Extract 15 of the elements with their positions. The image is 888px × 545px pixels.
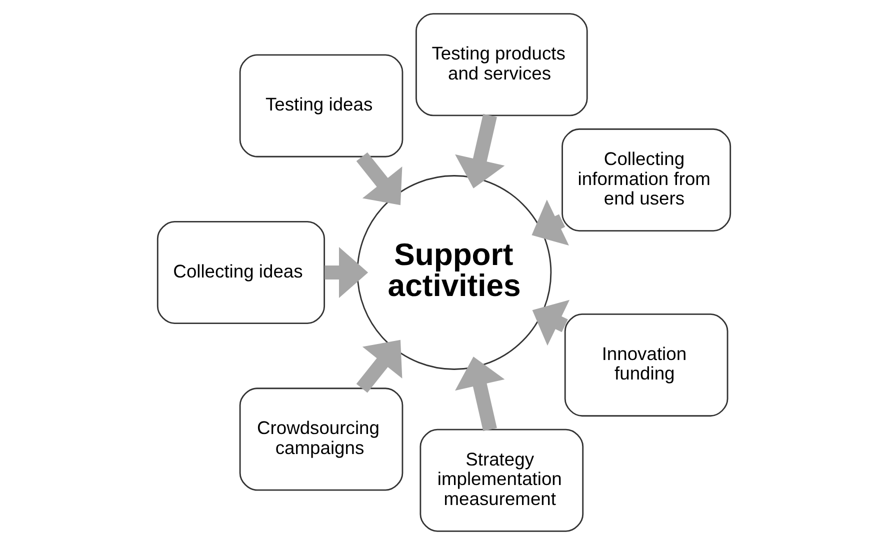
arrow bbox=[532, 200, 569, 246]
arrow bbox=[324, 247, 368, 298]
node-box: Crowdsourcing campaigns bbox=[239, 388, 404, 491]
arrow bbox=[532, 300, 570, 346]
node-box: Testing ideas bbox=[239, 54, 404, 158]
node-box: Collecting information from end users bbox=[562, 128, 732, 232]
node-box: Testing products and services bbox=[416, 13, 588, 116]
node-box: Strategy implementation measurement bbox=[420, 428, 584, 532]
node-box: Collecting ideas bbox=[156, 220, 326, 324]
arrow bbox=[455, 114, 505, 188]
arrow bbox=[455, 356, 505, 432]
node-box: Innovation funding bbox=[564, 313, 728, 417]
arrow bbox=[356, 152, 402, 206]
arrow bbox=[356, 340, 402, 393]
node-circle: Support activities bbox=[356, 175, 552, 370]
